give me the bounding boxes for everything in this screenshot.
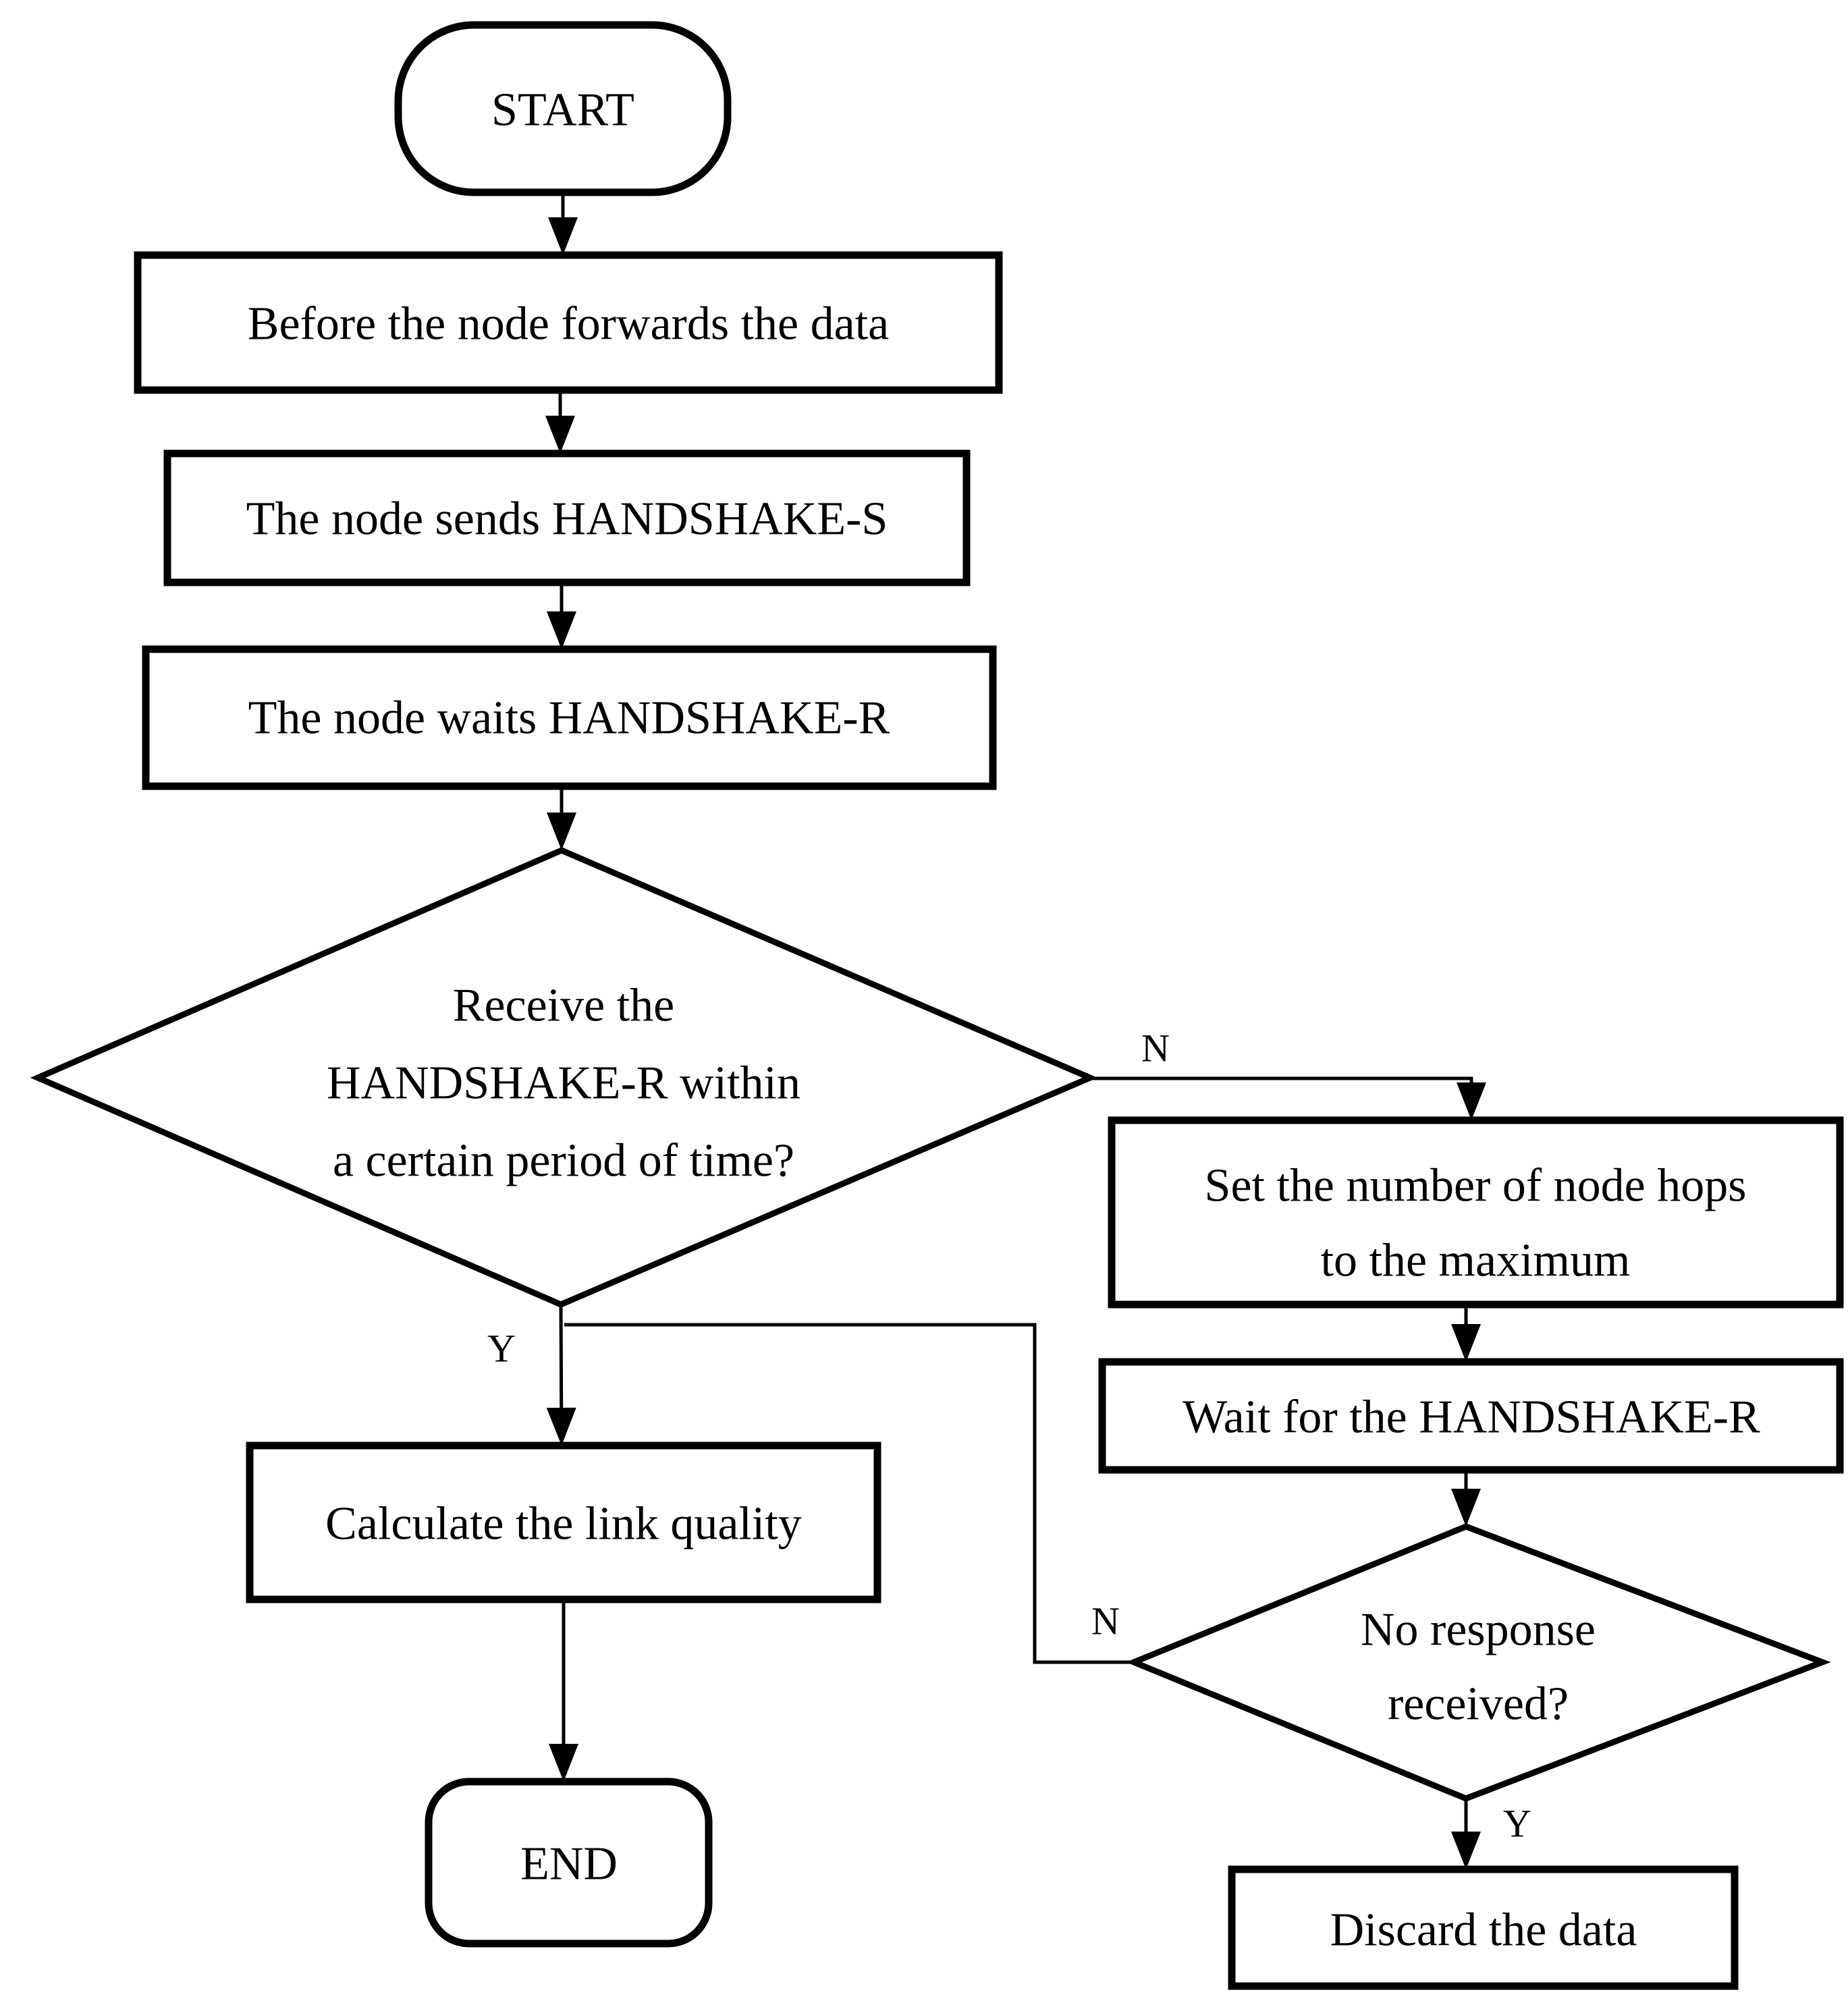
- end-terminal-shape: [425, 1778, 713, 1948]
- node-set-hops-max-label-line-1: Set the number of node hops: [1205, 1160, 1747, 1212]
- node-set-hops-max: Set the number of node hops to the maximu…: [1108, 1116, 1844, 1309]
- node-receive-within-time-label-line-3: a certain period of time?: [333, 1135, 794, 1187]
- calculate-link-quality-box-shape: [246, 1441, 881, 1603]
- start-terminal-shape: [394, 21, 732, 196]
- node-wait-handshake-r-second-label-line-1: Wait for the HANDSHAKE-R: [1183, 1392, 1760, 1444]
- node-discard-data: Discard the data: [1228, 1865, 1739, 1990]
- node-start: START: [394, 21, 732, 196]
- edge-decision1-yes-branch-label: Y: [487, 1327, 516, 1371]
- edge-decision1-yes-branch: Y: [487, 1304, 576, 1446]
- receive-within-time-diamond-shape: [30, 847, 1098, 1308]
- no-response-diamond-shape: [1126, 1523, 1831, 1802]
- node-send-handshake-s: The node sends HANDSHAKE-S: [163, 449, 971, 586]
- edge-before-to-send-arrowhead: [545, 416, 575, 454]
- edge-decision1-yes-branch-arrowhead: [546, 1407, 576, 1446]
- node-start-label-line-1: START: [491, 84, 634, 136]
- edge-send-to-wait-arrowhead: [547, 611, 576, 649]
- edge-decision1-yes-branch-line: [559, 1304, 564, 1408]
- node-end: END: [425, 1778, 713, 1948]
- edge-send-to-wait: [547, 582, 576, 649]
- edge-wait2-to-decision2-arrowhead: [1451, 1489, 1481, 1527]
- wait-handshake-r-second-box-shape: [1098, 1358, 1844, 1474]
- node-end-label-line-1: END: [520, 1838, 618, 1890]
- node-wait-handshake-r-second: Wait for the HANDSHAKE-R: [1098, 1358, 1844, 1474]
- edge-decision1-no-branch-arrowhead: [1457, 1082, 1486, 1120]
- node-calculate-link-quality: Calculate the link quality: [246, 1441, 881, 1603]
- discard-data-box-shape: [1228, 1865, 1739, 1990]
- edge-calculate-to-end: [549, 1599, 578, 1782]
- node-no-response: No response received?: [1126, 1523, 1831, 1802]
- edge-calculate-to-end-arrowhead: [549, 1744, 578, 1782]
- edge-wait-to-decision1-arrowhead: [547, 813, 576, 850]
- node-no-response-label-line-1: No response: [1361, 1604, 1596, 1656]
- node-discard-data-label-line-1: Discard the data: [1330, 1904, 1637, 1956]
- edge-sethops-to-wait2-arrowhead: [1451, 1324, 1481, 1362]
- edge-decision1-no-branch-line: [1090, 1076, 1473, 1082]
- edge-decision2-yes-branch-label: Y: [1503, 1802, 1531, 1846]
- send-handshake-s-box-shape: [163, 449, 971, 586]
- edge-sethops-to-wait2: [1451, 1304, 1481, 1362]
- node-before-forward: Before the node forwards the data: [134, 251, 1003, 394]
- edge-decision2-no-loop: N: [564, 1323, 1134, 1664]
- edge-wait2-to-decision2: [1451, 1470, 1481, 1527]
- edge-decision1-no-branch-label: N: [1141, 1026, 1170, 1070]
- edge-decision2-yes-branch-arrowhead: [1451, 1832, 1481, 1869]
- node-wait-handshake-r-first: The node waits HANDSHAKE-R: [142, 645, 997, 790]
- edge-before-to-send: [545, 390, 575, 454]
- edge-start-to-before-arrowhead: [548, 217, 578, 255]
- edge-decision2-no-loop-line: [564, 1323, 1134, 1664]
- wait-handshake-r-first-box-shape: [142, 645, 997, 790]
- node-no-response-label-line-2: received?: [1388, 1678, 1569, 1730]
- node-before-forward-label-line-1: Before the node forwards the data: [248, 298, 889, 350]
- set-hops-max-box-shape: [1108, 1116, 1844, 1309]
- node-receive-within-time-label-line-1: Receive the: [453, 980, 674, 1032]
- before-forward-box-shape: [134, 251, 1003, 394]
- edge-start-to-before: [548, 192, 578, 255]
- edge-wait-to-decision1: [547, 786, 576, 850]
- node-receive-within-time-label-line-2: HANDSHAKE-R within: [327, 1058, 800, 1109]
- edge-decision2-no-loop-label: N: [1091, 1599, 1120, 1643]
- edge-decision1-no-branch: N: [1090, 1026, 1486, 1120]
- node-set-hops-max-label-line-2: to the maximum: [1321, 1235, 1631, 1287]
- node-wait-handshake-r-first-label-line-1: The node waits HANDSHAKE-R: [248, 692, 890, 744]
- node-send-handshake-s-label-line-1: The node sends HANDSHAKE-S: [246, 493, 888, 545]
- node-calculate-link-quality-label-line-1: Calculate the link quality: [325, 1498, 802, 1550]
- edge-decision2-yes-branch: Y: [1451, 1798, 1531, 1869]
